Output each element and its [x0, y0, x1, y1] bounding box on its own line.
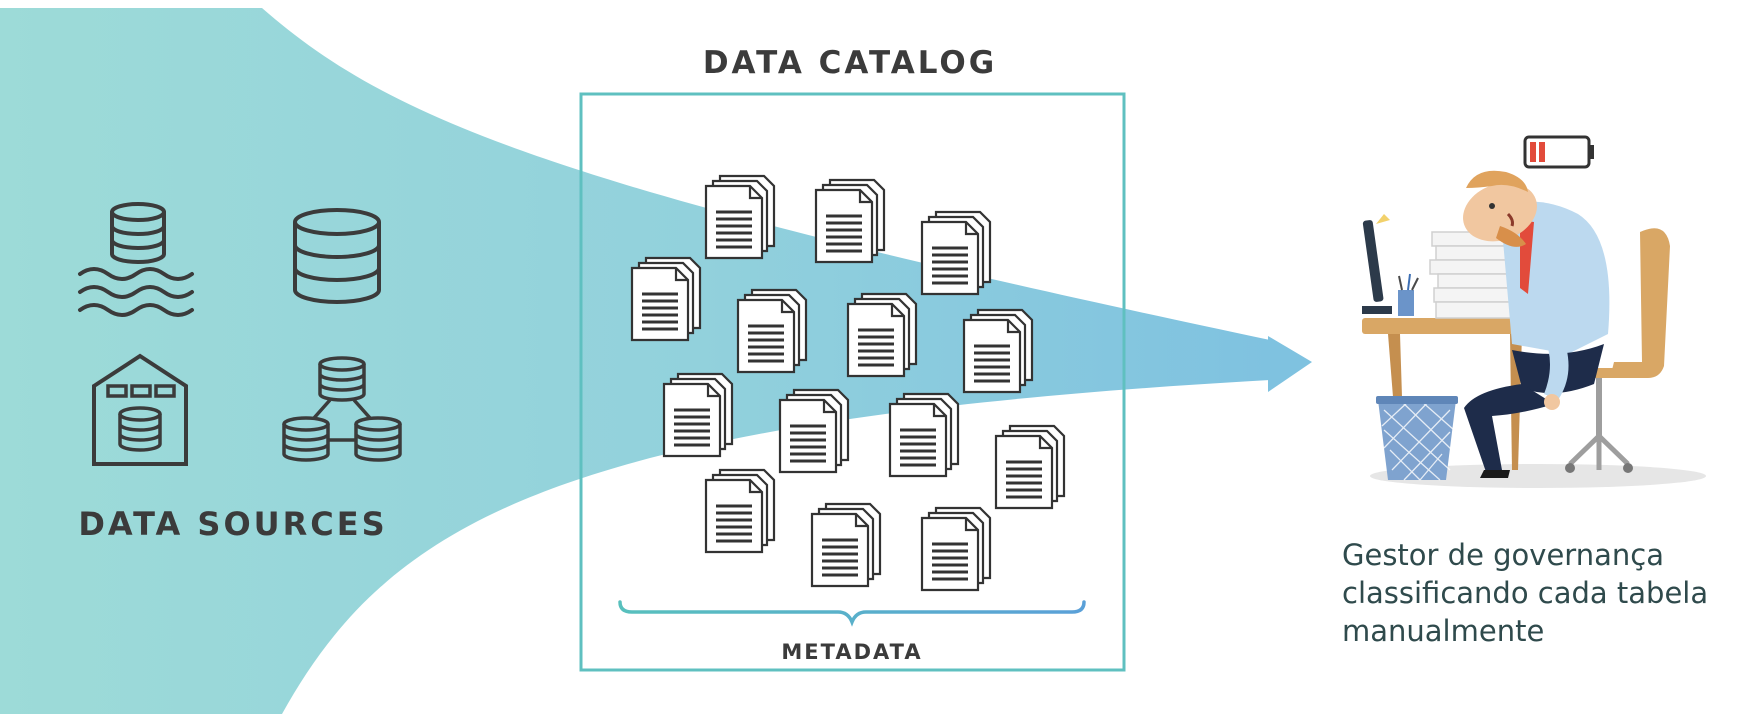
caption-line: classificando cada tabela [1342, 576, 1709, 610]
document-stack-icon [962, 308, 1034, 394]
data-sources-label: DATA SOURCES [78, 505, 387, 543]
document-stack-icon [846, 292, 918, 378]
caption-line: Gestor de governança [1342, 538, 1664, 572]
document-stack-icon [810, 502, 882, 588]
database-icon [293, 208, 381, 304]
document-stack-icon [778, 388, 850, 474]
funnel-arrowhead [1268, 336, 1312, 392]
illustration-caption: Gestor de governança classificando cada … [1342, 536, 1722, 650]
document-stack-icon [920, 210, 992, 296]
document-stack-icon [994, 424, 1066, 510]
metadata-brace [618, 600, 1086, 627]
data-catalog-frame [579, 92, 1126, 672]
battery-low-icon [1523, 135, 1594, 169]
data-warehouse-icon [92, 353, 188, 466]
document-stack-icon [662, 372, 734, 458]
document-stack-icon [704, 468, 776, 554]
caption-line: manualmente [1342, 614, 1545, 648]
tired-worker-illustration [1362, 135, 1706, 488]
document-stack-icon [630, 256, 702, 342]
document-stack-icon [704, 174, 776, 260]
data-lake-icon [78, 202, 194, 317]
document-stack-icon [920, 506, 992, 592]
document-stack-icon [814, 178, 886, 264]
distributed-database-icon [282, 356, 402, 462]
document-stack-icon [888, 392, 960, 478]
data-catalog-title: DATA CATALOG [703, 45, 997, 81]
data-funnel [0, 8, 1270, 714]
metadata-label: METADATA [781, 640, 922, 664]
document-stack-icon [736, 288, 808, 374]
